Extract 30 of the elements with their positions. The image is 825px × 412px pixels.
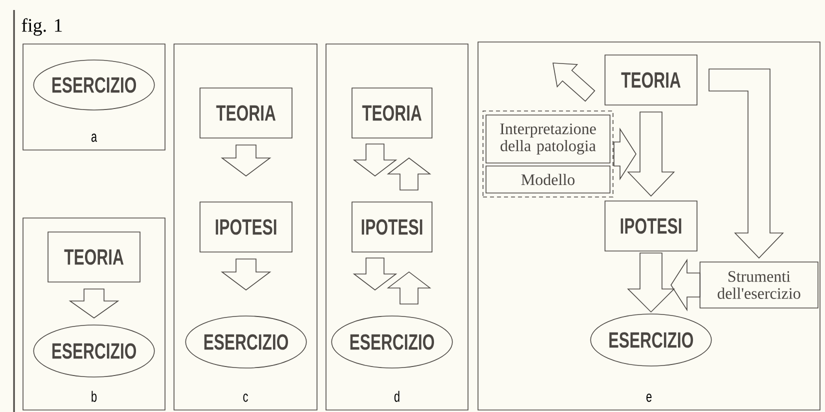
block-arrow	[352, 258, 398, 290]
figure-title: fig. 1	[22, 18, 62, 36]
dashed-group-box	[482, 110, 614, 198]
block-arrow	[708, 68, 784, 259]
block-arrow	[627, 112, 675, 197]
process-box: IPOTESI	[200, 202, 292, 252]
block-arrow	[386, 271, 432, 304]
block-arrow	[352, 144, 398, 176]
block-arrow	[670, 258, 700, 312]
block-arrow	[627, 252, 675, 313]
ellipse-node: ESERCIZIO	[33, 324, 155, 378]
block-arrow	[614, 128, 636, 180]
text-box: Modello	[486, 166, 610, 194]
block-arrow	[552, 62, 596, 102]
block-arrow	[220, 144, 272, 176]
block-arrow	[68, 288, 120, 318]
ellipse-node: ESERCIZIO	[33, 60, 155, 110]
ellipse-node: ESERCIZIO	[185, 316, 307, 368]
process-box: TEORIA	[200, 88, 292, 138]
text-box: Interpretazione della patologia	[486, 114, 610, 164]
process-box: IPOTESI	[352, 202, 432, 252]
block-arrow	[220, 258, 272, 290]
text-box: Strumenti dell'esercizio	[700, 262, 818, 308]
block-arrow	[386, 158, 432, 190]
ellipse-node: ESERCIZIO	[331, 316, 453, 368]
process-box: TEORIA	[352, 88, 432, 138]
process-box: TEORIA	[48, 232, 140, 282]
process-box: IPOTESI	[604, 200, 698, 252]
process-box: TEORIA	[604, 54, 698, 106]
ellipse-node: ESERCIZIO	[590, 314, 712, 366]
